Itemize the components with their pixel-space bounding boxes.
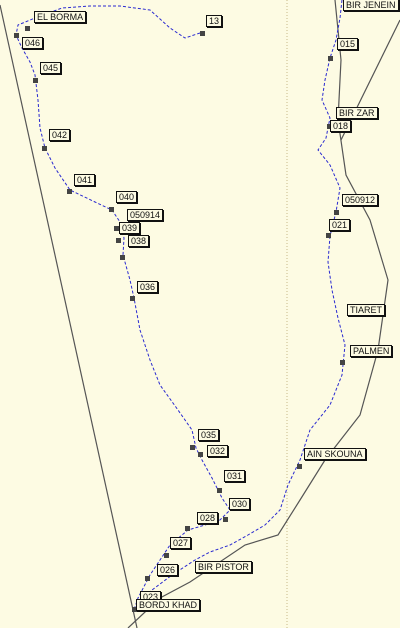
waypoint[interactable] <box>120 255 125 260</box>
waypoint[interactable] <box>200 31 205 36</box>
label-045[interactable]: 045 <box>40 62 62 74</box>
waypoint[interactable] <box>327 124 332 129</box>
label-tiaret[interactable]: TIARET <box>347 304 386 316</box>
label-042[interactable]: 042 <box>49 129 71 141</box>
waypoint[interactable] <box>190 445 195 450</box>
waypoint[interactable] <box>328 56 333 61</box>
label-035[interactable]: 035 <box>198 429 220 441</box>
label-el-borma[interactable]: EL BORMA <box>34 11 87 23</box>
waypoint[interactable] <box>198 452 203 457</box>
label-015[interactable]: 015 <box>337 38 359 50</box>
route-east <box>139 0 346 601</box>
label-046[interactable]: 046 <box>22 37 44 49</box>
label-030[interactable]: 030 <box>229 498 251 510</box>
label-032[interactable]: 032 <box>207 445 229 457</box>
border-line-west <box>0 4 138 628</box>
waypoint[interactable] <box>67 189 72 194</box>
waypoint[interactable] <box>217 488 222 493</box>
label-026[interactable]: 026 <box>157 564 179 576</box>
waypoint[interactable] <box>42 146 47 151</box>
label-050914[interactable]: 050914 <box>127 209 164 221</box>
waypoint[interactable] <box>223 517 228 522</box>
label-050912[interactable]: 050912 <box>342 194 379 206</box>
label-041[interactable]: 041 <box>74 174 96 186</box>
waypoint[interactable] <box>33 78 38 83</box>
label-021[interactable]: 021 <box>329 219 351 231</box>
label-ain-skouna[interactable]: AIN SKOUNA <box>304 448 366 460</box>
waypoint[interactable] <box>116 238 121 243</box>
waypoint[interactable] <box>297 464 302 469</box>
waypoint[interactable] <box>109 207 114 212</box>
label-bir-zar[interactable]: BIR ZAR <box>336 107 378 119</box>
label-bordj-khad[interactable]: BORDJ KHAD <box>136 599 201 611</box>
waypoint[interactable] <box>164 553 169 558</box>
label-bir-pistor[interactable]: BIR PISTOR <box>195 561 252 573</box>
label-036[interactable]: 036 <box>137 281 159 293</box>
waypoint[interactable] <box>334 210 339 215</box>
label-027[interactable]: 027 <box>170 537 192 549</box>
label-028[interactable]: 028 <box>197 512 219 524</box>
waypoint[interactable] <box>25 26 30 31</box>
waypoint[interactable] <box>326 233 331 238</box>
waypoint[interactable] <box>114 226 119 231</box>
label-palmen[interactable]: PALMEN <box>350 345 393 357</box>
waypoint[interactable] <box>130 296 135 301</box>
label-13[interactable]: 13 <box>206 15 223 27</box>
label-031[interactable]: 031 <box>224 470 246 482</box>
label-040[interactable]: 040 <box>116 191 138 203</box>
waypoint[interactable] <box>185 526 190 531</box>
waypoint[interactable] <box>340 360 345 365</box>
waypoint[interactable] <box>132 607 137 612</box>
waypoint[interactable] <box>145 576 150 581</box>
label-039[interactable]: 039 <box>119 222 141 234</box>
waypoint[interactable] <box>14 33 19 38</box>
label-bir-jenein[interactable]: BIR JENEIN <box>343 0 399 11</box>
label-018[interactable]: 018 <box>330 120 352 132</box>
label-038[interactable]: 038 <box>128 235 150 247</box>
